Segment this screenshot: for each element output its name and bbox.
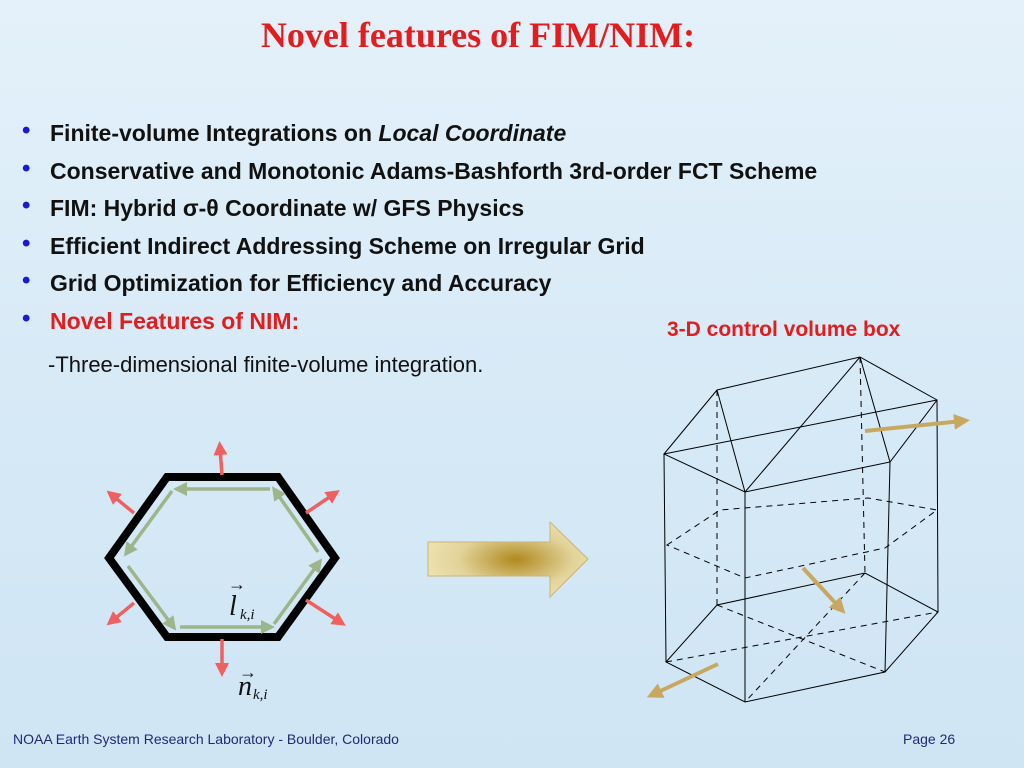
bullet-marker: •: [22, 117, 31, 144]
normal-vector-arrows: [106, 441, 346, 677]
bullet-item: • FIM: Hybrid σ-θ Coordinate w/ GFS Phys…: [22, 191, 817, 229]
bullet-emphasis: Local Coordinate: [378, 120, 567, 146]
footer-page-number: Page 26: [903, 731, 956, 747]
bullet-item: • Grid Optimization for Efficiency and A…: [22, 266, 817, 304]
bullet-marker: •: [22, 192, 31, 219]
n-symbol: n: [238, 671, 252, 702]
bullet-marker: •: [22, 154, 31, 182]
bullet-item-nim: • Novel Features of NIM:: [22, 304, 817, 342]
normal-vector-label: n → k,i: [238, 662, 268, 703]
vector-arrow-symbol: →: [239, 662, 257, 682]
footer-organization: NOAA Earth System Research Laboratory - …: [13, 731, 399, 747]
bullet-text: Efficient Indirect Addressing Scheme on …: [50, 232, 645, 259]
slide-title: Novel features of FIM/NIM:: [260, 15, 696, 55]
hexagon-cell-diagram: l → k,i n → k,i: [104, 441, 346, 703]
control-volume-box: [663, 356, 939, 703]
hexagon-cell: [104, 473, 340, 641]
bullet-item: • Conservative and Monotonic Adams-Bashf…: [22, 154, 817, 192]
transition-arrow: [427, 520, 589, 599]
bullet-list: • Finite-volume Integrations on Local Co…: [22, 116, 817, 341]
subscript-label: k,i: [253, 687, 268, 703]
bullet-text: Finite-volume Integrations on: [50, 120, 379, 146]
bullet-text: Conservative and Monotonic Adams-Bashfor…: [50, 157, 818, 184]
bullet-marker: •: [22, 229, 31, 257]
vector-arrow-symbol: →: [228, 574, 246, 594]
edge-vector-arrows: [123, 482, 323, 634]
bullet-text: Grid Optimization for Efficiency and Acc…: [50, 270, 552, 296]
subscript-label: k,i: [240, 607, 255, 623]
bullet-text: FIM: Hybrid σ-θ Coordinate w/ GFS Physic…: [50, 195, 525, 221]
flux-vector-arrows: [646, 413, 970, 698]
bullet-item: • Finite-volume Integrations on Local Co…: [22, 116, 817, 154]
diagram-caption: 3-D control volume box: [667, 318, 901, 341]
bullet-item: • Efficient Indirect Addressing Scheme o…: [22, 229, 817, 267]
subpoint-text: -Three-dimensional finite-volume integra…: [48, 352, 484, 377]
edge-length-label: l → k,i: [228, 574, 255, 623]
bullet-marker: •: [22, 304, 31, 332]
bullet-marker: •: [22, 267, 31, 294]
l-symbol: l: [229, 591, 237, 622]
bullet-text: Novel Features of NIM:: [50, 307, 300, 334]
